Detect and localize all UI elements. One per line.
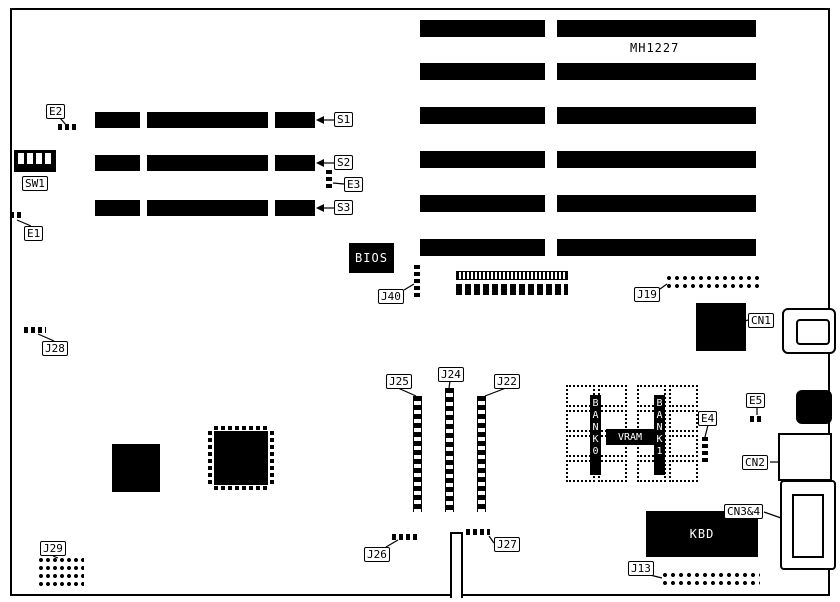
label-j40: J40 bbox=[378, 289, 404, 304]
chip-qfp-body bbox=[214, 431, 268, 485]
cn2-port bbox=[778, 433, 832, 481]
center-header-stripes bbox=[456, 271, 568, 280]
isa-slot-5 bbox=[420, 195, 756, 212]
header-j26 bbox=[392, 534, 418, 540]
label-j29: J29 bbox=[40, 541, 66, 556]
memory-chip bbox=[669, 385, 698, 407]
header-j40 bbox=[414, 265, 420, 297]
board-notch bbox=[450, 532, 463, 598]
label-j25: J25 bbox=[386, 374, 412, 389]
bank0-plate: BANK0 bbox=[590, 395, 601, 475]
label-j19: J19 bbox=[634, 287, 660, 302]
isa-slot-6 bbox=[420, 239, 756, 256]
slot-j22 bbox=[477, 396, 486, 512]
memory-chip bbox=[669, 435, 698, 457]
center-header-pads bbox=[456, 284, 568, 295]
header-j29 bbox=[38, 557, 84, 589]
vram-plate: VRAM bbox=[606, 429, 654, 445]
isa-slot-2 bbox=[420, 63, 756, 80]
label-s1: S1 bbox=[334, 112, 354, 127]
label-sw1: SW1 bbox=[22, 176, 48, 191]
label-e2: E2 bbox=[46, 104, 66, 119]
bios-chip: BIOS bbox=[349, 243, 394, 273]
label-e5: E5 bbox=[746, 393, 766, 408]
label-j27: J27 bbox=[494, 537, 520, 552]
bank1-plate: BANK1 bbox=[654, 395, 665, 475]
right-edge-connector bbox=[796, 390, 832, 424]
board-model-text: MH1227 bbox=[630, 41, 680, 55]
jumper-e3 bbox=[326, 170, 332, 190]
memory-chip bbox=[669, 410, 698, 432]
slot-s2 bbox=[95, 155, 315, 171]
memory-chip bbox=[598, 460, 627, 482]
jumper-e1 bbox=[10, 212, 24, 218]
header-j19 bbox=[666, 275, 762, 291]
cn1-port-inner bbox=[796, 319, 830, 345]
dip-switch-sw1 bbox=[14, 150, 56, 172]
label-s3: S3 bbox=[334, 200, 354, 215]
header-j27 bbox=[466, 529, 490, 535]
cn3-4-port bbox=[780, 480, 836, 570]
cn1-chip bbox=[696, 303, 746, 351]
jumper-e4 bbox=[702, 437, 708, 465]
chip-qfp-pins-left bbox=[208, 431, 212, 485]
label-j24: J24 bbox=[438, 367, 464, 382]
label-e4: E4 bbox=[698, 411, 718, 426]
board-outline bbox=[10, 8, 830, 596]
jumper-e2 bbox=[58, 124, 76, 130]
cn1-port bbox=[782, 308, 836, 354]
jumper-e5 bbox=[750, 416, 764, 422]
chip-square bbox=[112, 444, 160, 492]
label-j26: J26 bbox=[364, 547, 390, 562]
slot-s3 bbox=[95, 200, 315, 216]
dip-switch-pips bbox=[14, 150, 56, 164]
chip-qfp-pins-bottom bbox=[214, 486, 268, 490]
label-cn1: CN1 bbox=[748, 313, 774, 328]
label-s2: S2 bbox=[334, 155, 354, 170]
label-e3: E3 bbox=[344, 177, 364, 192]
memory-chip bbox=[669, 460, 698, 482]
slot-s1 bbox=[95, 112, 315, 128]
label-cn2: CN2 bbox=[742, 455, 768, 470]
slot-j24 bbox=[445, 388, 454, 512]
isa-slot-1 bbox=[420, 20, 756, 37]
chip-qfp-pins-top bbox=[214, 426, 268, 430]
label-j13: J13 bbox=[628, 561, 654, 576]
memory-chip bbox=[598, 385, 627, 407]
slot-j25 bbox=[413, 396, 422, 512]
label-j22: J22 bbox=[494, 374, 520, 389]
header-j28 bbox=[24, 327, 46, 333]
label-e1: E1 bbox=[24, 226, 44, 241]
header-j13 bbox=[662, 572, 760, 588]
label-j28: J28 bbox=[42, 341, 68, 356]
label-cn3-4: CN3&4 bbox=[724, 504, 764, 519]
cn3-4-port-inner bbox=[792, 494, 824, 558]
isa-slot-3 bbox=[420, 107, 756, 124]
chip-qfp-pins-right bbox=[270, 431, 274, 485]
isa-slot-4 bbox=[420, 151, 756, 168]
chip-qfp bbox=[208, 426, 274, 490]
